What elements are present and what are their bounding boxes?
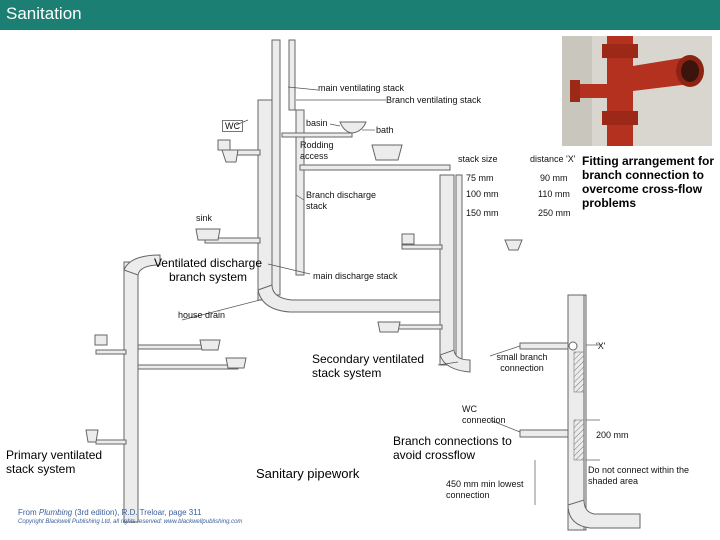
wc-branch-pipe [519, 429, 569, 438]
table-row-distance: 110 mm [538, 189, 570, 199]
label-200mm: 200 mm [596, 430, 629, 440]
label-branch-connections: Branch connections to avoid crossflow [393, 434, 512, 462]
label-secondary-ventilated: Secondary ventilated stack system [312, 352, 425, 380]
credit-edition: (3rd edition), R.D. Treloar, page 311 [72, 508, 202, 517]
table-row-stack-size: 100 mm [466, 189, 499, 199]
pipework-diagram [85, 39, 641, 531]
branch-pipe-2 [299, 164, 451, 171]
stack-bend [257, 284, 441, 313]
label-small-branch: small branch connection [496, 352, 548, 373]
table-row-stack-size: 75 mm [466, 173, 494, 183]
title-bar: Sanitation [0, 0, 720, 30]
label-do-not-connect: Do not connect within the shaded area [588, 465, 690, 486]
label-rodding-access: Rodding access [300, 140, 334, 161]
bath-top [371, 144, 403, 161]
branch-discharge-stack [295, 109, 305, 276]
branch-ventilating-stack [288, 39, 296, 111]
label-min-lowest: 450 mm min lowest connection [446, 479, 524, 500]
wc-cistern-top [217, 139, 231, 151]
label-house-drain: house drain [178, 310, 226, 320]
label-basin: basin [306, 118, 328, 128]
credit-prefix: From [18, 508, 39, 517]
main-ventilating-stack [271, 39, 281, 296]
right-stack-right [583, 294, 587, 531]
label-main-discharge-stack: main discharge stack [313, 271, 398, 281]
primary-stack [123, 261, 139, 523]
fitting-photo [562, 36, 712, 146]
secondary-vent [455, 174, 463, 366]
label-bath: bath [376, 125, 394, 135]
source-credit: From Plumbing (3rd edition), R.D. Treloa… [18, 508, 202, 517]
label-sanitary-pipework: Sanitary pipework [256, 466, 360, 481]
table-row-distance: 90 mm [540, 173, 568, 183]
table-header-distance: distance 'X' [530, 154, 576, 164]
table-row-distance: 250 mm [538, 208, 571, 218]
sink-top [195, 228, 221, 241]
table-row-stack-size: 150 mm [466, 208, 499, 218]
label-fitting-arrangement: Fitting arrangement for branch connectio… [582, 154, 715, 210]
cast-iron-fitting-image [562, 36, 712, 146]
slide-title: Sanitation [6, 4, 82, 23]
right-stack [567, 294, 585, 531]
label-sink: sink [196, 213, 213, 223]
table-header-stack-size: stack size [458, 154, 498, 164]
right-bend [567, 499, 641, 529]
shaded-area-1 [573, 351, 585, 393]
wc-cistern-low [94, 334, 108, 346]
label-ventilated-discharge: Ventilated discharge branch system [153, 256, 263, 284]
shaded-area-2 [573, 419, 585, 461]
label-branch-discharge-stack: Branch discharge stack [306, 190, 377, 211]
small-branch-pipe [519, 342, 569, 350]
label-branch-ventilating-stack: Branch ventilating stack [386, 95, 482, 105]
label-wc-connection: WC connection [462, 404, 506, 425]
secondary-bend [439, 349, 471, 373]
label-wc: WC [222, 120, 243, 132]
secondary-stack [439, 174, 455, 366]
basin-top [339, 121, 367, 134]
copyright-notice: Copyright Blackwell Publishing Ltd, all … [18, 519, 243, 525]
primary-top-bend [123, 254, 161, 276]
credit-book: Plumbing [38, 508, 73, 517]
rodding-pipe [281, 132, 353, 138]
wc-bowl-top [221, 149, 239, 163]
label-x-mark: 'X' [596, 341, 606, 351]
label-primary-ventilated: Primary ventilated stack system [6, 448, 103, 476]
label-main-ventilating-stack: main ventilating stack [318, 83, 405, 93]
wc-cistern-mid [401, 233, 415, 245]
